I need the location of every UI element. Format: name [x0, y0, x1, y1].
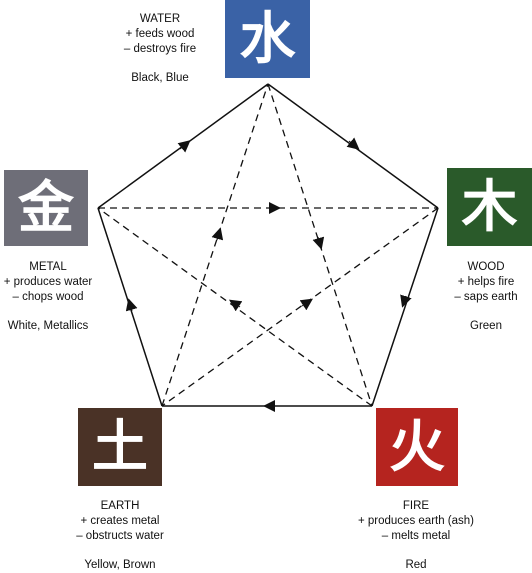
earth-glyph-icon: 土	[92, 414, 148, 480]
earth-destroys: – obstructs water	[76, 530, 164, 542]
generating-arrows	[125, 137, 412, 412]
star-edge-wood-earth	[161, 207, 439, 407]
fire-label: FIRE + produces earth (ash) – melts meta…	[344, 499, 488, 573]
fire-destroys: – melts metal	[381, 530, 451, 542]
wood-glyph-icon: 木	[461, 174, 518, 240]
earth-label: EARTH + creates metal – obstructs water …	[50, 499, 190, 573]
wood-colors: Green	[470, 320, 502, 332]
water-colors: Black, Blue	[131, 72, 189, 84]
fire-name: FIRE	[402, 500, 430, 512]
earth-generates: + creates metal	[80, 515, 160, 527]
fire-colors: Red	[405, 559, 427, 571]
cycle-edge-water-wood	[267, 83, 439, 209]
water-glyph-icon: 水	[239, 6, 296, 72]
cycle-edge-wood-fire	[371, 207, 439, 407]
water-generates: + feeds wood	[125, 28, 195, 40]
fire-generates: + produces earth (ash)	[357, 515, 475, 527]
water-destroys: – destroys fire	[123, 43, 197, 55]
water-tile: 水	[225, 0, 310, 78]
fire-glyph-icon: 火	[389, 414, 445, 480]
cycle-edge-earth-metal	[97, 207, 163, 407]
star-edge-earth-water	[161, 83, 269, 407]
wood-label: WOOD + helps fire – saps earth Green	[440, 260, 532, 334]
metal-destroys: – chops wood	[12, 291, 84, 303]
wood-destroys: – saps earth	[454, 291, 518, 303]
metal-name: METAL	[29, 261, 67, 273]
wood-name: WOOD	[467, 261, 505, 273]
star-edge-water-fire	[267, 83, 373, 407]
metal-label: METAL + produces water – chops wood Whit…	[0, 260, 96, 334]
metal-generates: + produces water	[3, 276, 93, 288]
metal-colors: White, Metallics	[7, 320, 89, 332]
water-name: WATER	[139, 13, 181, 25]
earth-name: EARTH	[100, 500, 140, 512]
water-label: WATER + feeds wood – destroys fire Black…	[95, 12, 225, 86]
controlling-cycle	[97, 83, 439, 407]
metal-glyph-icon: 金	[18, 175, 74, 241]
wood-tile: 木	[447, 168, 532, 246]
metal-tile: 金	[4, 170, 88, 246]
earth-colors: Yellow, Brown	[84, 559, 156, 571]
fire-tile: 火	[376, 408, 458, 486]
controlling-arrows	[211, 202, 325, 312]
star-edge-fire-metal	[97, 207, 373, 407]
wood-generates: + helps fire	[457, 276, 515, 288]
earth-tile: 土	[78, 408, 162, 486]
